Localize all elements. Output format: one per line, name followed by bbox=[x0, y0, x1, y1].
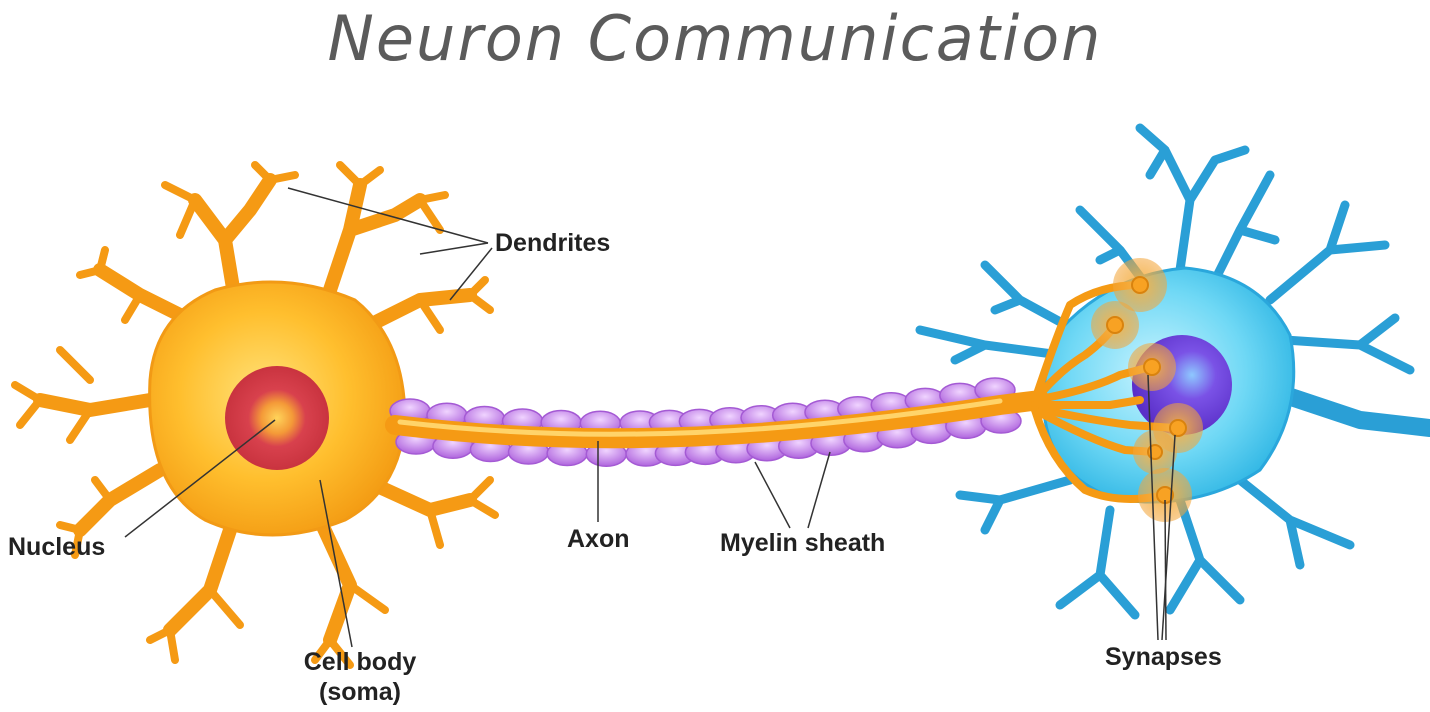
label-myelin-sheath: Myelin sheath bbox=[720, 529, 886, 557]
page-title: Neuron Communication bbox=[327, 2, 1103, 75]
leader-lines bbox=[124, 187, 1176, 648]
label-synapses: Synapses bbox=[1105, 643, 1222, 671]
postsynaptic-dendrites bbox=[915, 123, 1430, 620]
label-axon: Axon bbox=[567, 525, 630, 553]
label-nucleus: Nucleus bbox=[8, 533, 106, 561]
label-cell-body-line2: (soma) bbox=[319, 678, 401, 706]
axon bbox=[385, 390, 1050, 449]
axon-group bbox=[385, 377, 1050, 467]
label-cell-body: Cell body (soma) bbox=[285, 647, 435, 707]
label-dendrites: Dendrites bbox=[495, 229, 611, 257]
presynaptic-neuron bbox=[11, 161, 499, 669]
presynaptic-dendrites bbox=[11, 161, 499, 669]
presynaptic-nucleus bbox=[225, 366, 329, 470]
label-cell-body-line1: Cell body bbox=[303, 648, 417, 676]
